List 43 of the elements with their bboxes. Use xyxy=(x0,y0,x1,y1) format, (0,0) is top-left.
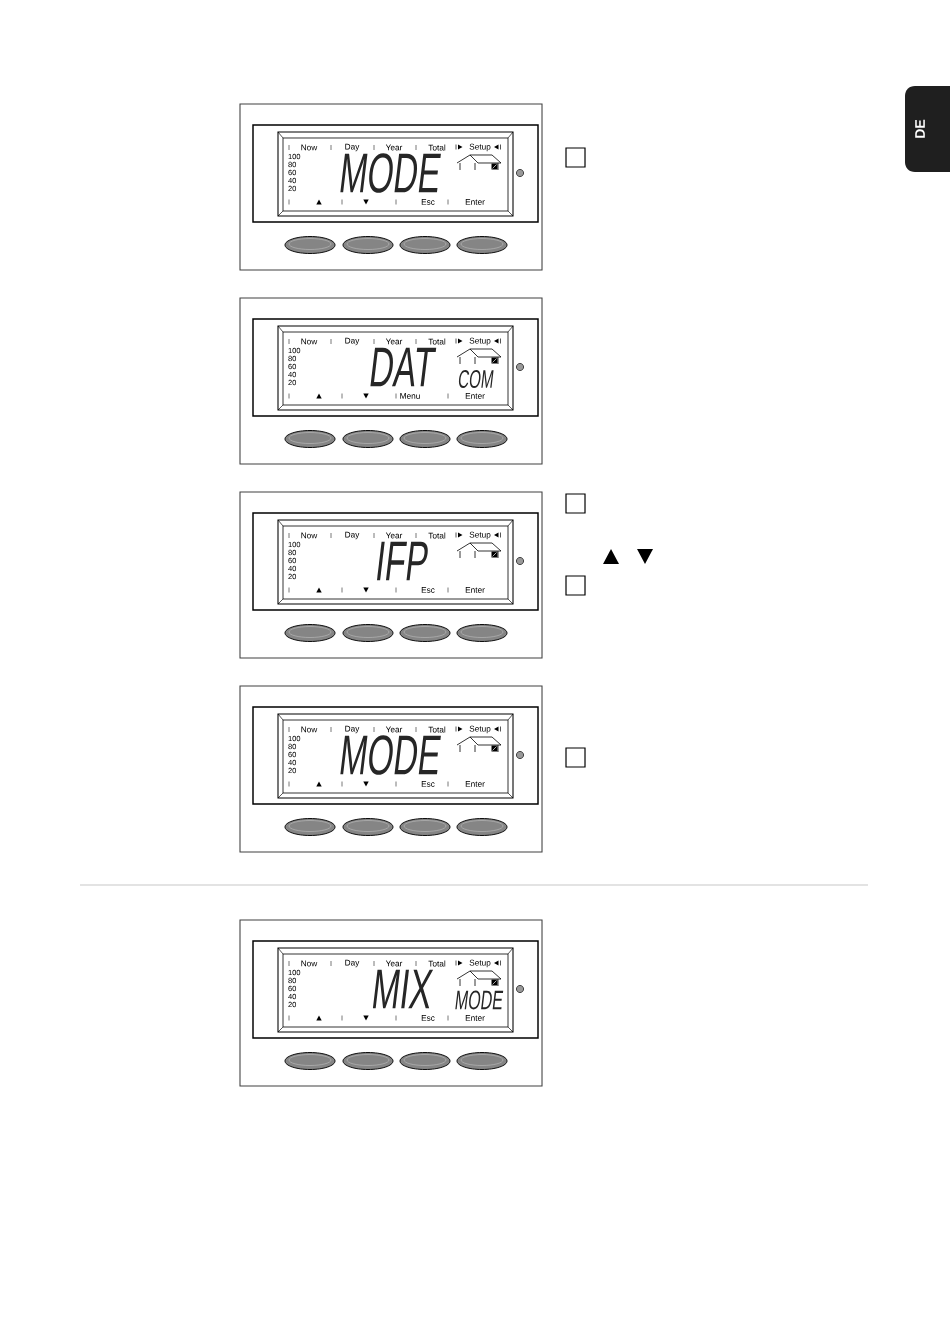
display-digits: MODE xyxy=(455,990,504,1010)
menu-label: Now xyxy=(301,960,318,967)
menu-label: Total xyxy=(428,144,446,151)
menu-label: Setup xyxy=(469,725,491,734)
menu-label: Year xyxy=(385,960,403,967)
display-digits: DAT xyxy=(370,347,437,387)
key-label: Esc xyxy=(421,199,435,205)
key-label: Enter xyxy=(465,1015,485,1021)
menu-label: Total xyxy=(428,960,446,967)
key-label: Enter xyxy=(465,199,485,205)
menu-label: Setup xyxy=(469,337,491,346)
menu-label: Setup xyxy=(469,959,491,968)
menu-label: Year xyxy=(385,532,403,539)
display-digits: COM xyxy=(458,370,494,388)
key-label: Esc xyxy=(421,587,435,593)
menu-label: Setup xyxy=(469,531,491,540)
language-tab: DE xyxy=(905,86,950,172)
menu-label: Day xyxy=(345,725,360,734)
key-label: Esc xyxy=(421,781,435,787)
menu-label: Year xyxy=(385,144,403,151)
menu-label: Now xyxy=(301,144,318,151)
menu-label: Now xyxy=(301,338,318,345)
menu-label: Day xyxy=(345,337,360,346)
menu-label: Now xyxy=(301,726,318,733)
key-label: Enter xyxy=(465,393,485,399)
key-label: Enter xyxy=(465,587,485,593)
key-label: Enter xyxy=(465,781,485,787)
display-digits: MIX xyxy=(372,969,434,1009)
menu-label: Total xyxy=(428,726,446,733)
menu-label: Day xyxy=(345,959,360,968)
menu-label: Day xyxy=(345,531,360,540)
menu-label: Now xyxy=(301,532,318,539)
display-digits: IFP xyxy=(376,541,428,581)
display-digits: MODE xyxy=(340,735,441,775)
menu-label: Year xyxy=(385,726,403,733)
menu-label: Total xyxy=(428,338,446,345)
key-label: Menu xyxy=(400,393,420,399)
menu-label: Day xyxy=(345,143,360,152)
key-label: Esc xyxy=(421,1015,435,1021)
display-digits: MODE xyxy=(340,153,441,193)
menu-label: Year xyxy=(385,338,403,345)
menu-label: Total xyxy=(428,532,446,539)
menu-label: Setup xyxy=(469,143,491,152)
